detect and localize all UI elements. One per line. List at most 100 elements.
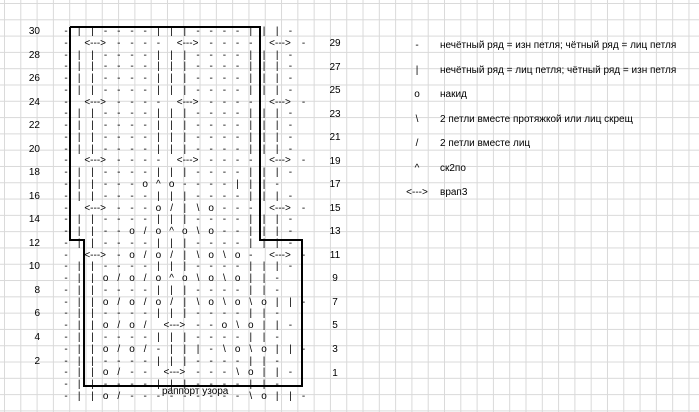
chart-symbol: | <box>91 237 94 249</box>
legend-text: 2 петли вместе протяжкой или лиц скрещ <box>440 113 633 125</box>
chart-symbol: | <box>91 332 94 344</box>
chart-symbol: | <box>183 214 187 226</box>
chart-symbol: - <box>196 61 200 73</box>
chart-symbol: - <box>143 143 147 155</box>
left-row-number: 10 <box>28 261 40 273</box>
chart-symbol: - <box>196 143 200 155</box>
chart-symbol: o <box>129 296 135 308</box>
chart-symbol: - <box>209 131 213 143</box>
chart-symbol: - <box>275 355 279 367</box>
chart-symbol: o <box>248 367 254 379</box>
chart-symbol: - <box>117 190 121 202</box>
chart-symbol: - <box>183 390 187 402</box>
chart-symbol: - <box>196 190 200 202</box>
chart-symbol: | <box>183 343 187 355</box>
chart-symbol: - <box>301 155 306 167</box>
chart-symbol: - <box>235 202 240 214</box>
chart-symbol: - <box>103 190 108 202</box>
chart-symbol: | <box>183 379 187 391</box>
pattern-repeat-label: раппорт узора <box>162 386 229 397</box>
chart-symbol: - <box>117 226 121 238</box>
chart-symbol: | <box>91 355 94 367</box>
chart-symbol: - <box>103 308 108 320</box>
chart-symbol: / <box>117 273 121 285</box>
chart-symbol: <---> <box>269 155 291 167</box>
chart-symbol: - <box>288 367 293 379</box>
chart-symbol: <---> <box>176 96 199 108</box>
chart-symbol: - <box>288 84 293 96</box>
chart-symbol: - <box>196 167 200 179</box>
chart-symbol: | <box>249 120 253 132</box>
chart-symbol: | <box>262 379 266 391</box>
chart-symbol: - <box>64 320 68 332</box>
chart-symbol: - <box>156 37 161 49</box>
legend-text: нечётный ряд = лиц петля; чётный ряд = и… <box>440 64 677 76</box>
chart-symbol: - <box>209 49 213 61</box>
chart-symbol: | <box>262 367 266 379</box>
chart-symbol: \ <box>223 249 226 261</box>
chart-symbol: - <box>288 261 293 273</box>
chart-symbol: o <box>129 226 135 238</box>
chart-symbol: o <box>182 273 188 285</box>
chart-symbol: | <box>157 120 160 132</box>
chart-symbol: - <box>209 26 213 37</box>
chart-symbol: | <box>77 308 81 320</box>
chart-symbol: | <box>170 284 173 296</box>
chart-symbol: | <box>275 120 279 132</box>
chart-symbol: | <box>249 143 253 155</box>
chart-symbol: o <box>234 296 241 308</box>
chart-symbol: | <box>183 26 187 37</box>
chart-symbol: - <box>209 108 213 120</box>
chart-symbol: - <box>103 131 108 143</box>
chart-symbol: | <box>249 108 253 120</box>
chart-symbol: - <box>196 49 200 61</box>
chart-symbol: - <box>130 61 134 73</box>
chart-symbol: - <box>117 131 121 143</box>
chart-symbol: | <box>249 237 253 249</box>
chart-symbol: - <box>64 355 68 367</box>
chart-symbol: - <box>196 379 200 391</box>
chart-symbol: | <box>77 179 81 190</box>
chart-symbol: o <box>142 179 148 190</box>
chart-symbol: o <box>234 343 241 355</box>
chart-symbol: - <box>143 120 147 132</box>
chart-symbol: | <box>91 26 94 37</box>
chart-symbol: o <box>102 367 109 379</box>
chart-symbol: - <box>301 249 306 261</box>
chart-symbol: | <box>157 26 160 37</box>
chart-symbol: - <box>209 37 213 49</box>
right-row-number: 19 <box>329 155 341 167</box>
chart-symbol: - <box>143 26 147 37</box>
chart-symbol: / <box>170 296 173 308</box>
chart-symbol: - <box>143 284 147 296</box>
chart-symbol: | <box>183 120 187 132</box>
chart-symbol: | <box>183 202 187 214</box>
chart-symbol: | <box>262 214 266 226</box>
chart-symbol: - <box>209 332 213 344</box>
left-row-number: 6 <box>34 308 40 320</box>
chart-symbol: | <box>91 131 94 143</box>
chart-symbol: - <box>143 37 147 49</box>
left-row-number: 18 <box>28 167 40 179</box>
chart-symbol: | <box>170 308 173 320</box>
chart-symbol: - <box>117 120 121 132</box>
chart-symbol: | <box>91 179 94 190</box>
right-row-number: 15 <box>329 202 341 214</box>
chart-symbol: | <box>275 214 279 226</box>
chart-symbol: - <box>222 26 227 37</box>
chart-symbol: - <box>103 167 108 179</box>
chart-symbol: - <box>222 390 227 402</box>
chart-symbol: - <box>130 108 134 120</box>
chart-symbol: - <box>64 143 68 155</box>
chart-symbol: \ <box>236 367 239 379</box>
chart-symbol: | <box>170 143 173 155</box>
chart-symbol: | <box>77 214 81 226</box>
chart-symbol: - <box>64 96 68 108</box>
chart-symbol: - <box>64 108 68 120</box>
chart-symbol: - <box>196 214 200 226</box>
chart-symbol: - <box>222 155 227 167</box>
chart-symbol: | <box>183 73 187 85</box>
chart-symbol: - <box>235 190 240 202</box>
chart-symbol: o <box>102 320 109 332</box>
